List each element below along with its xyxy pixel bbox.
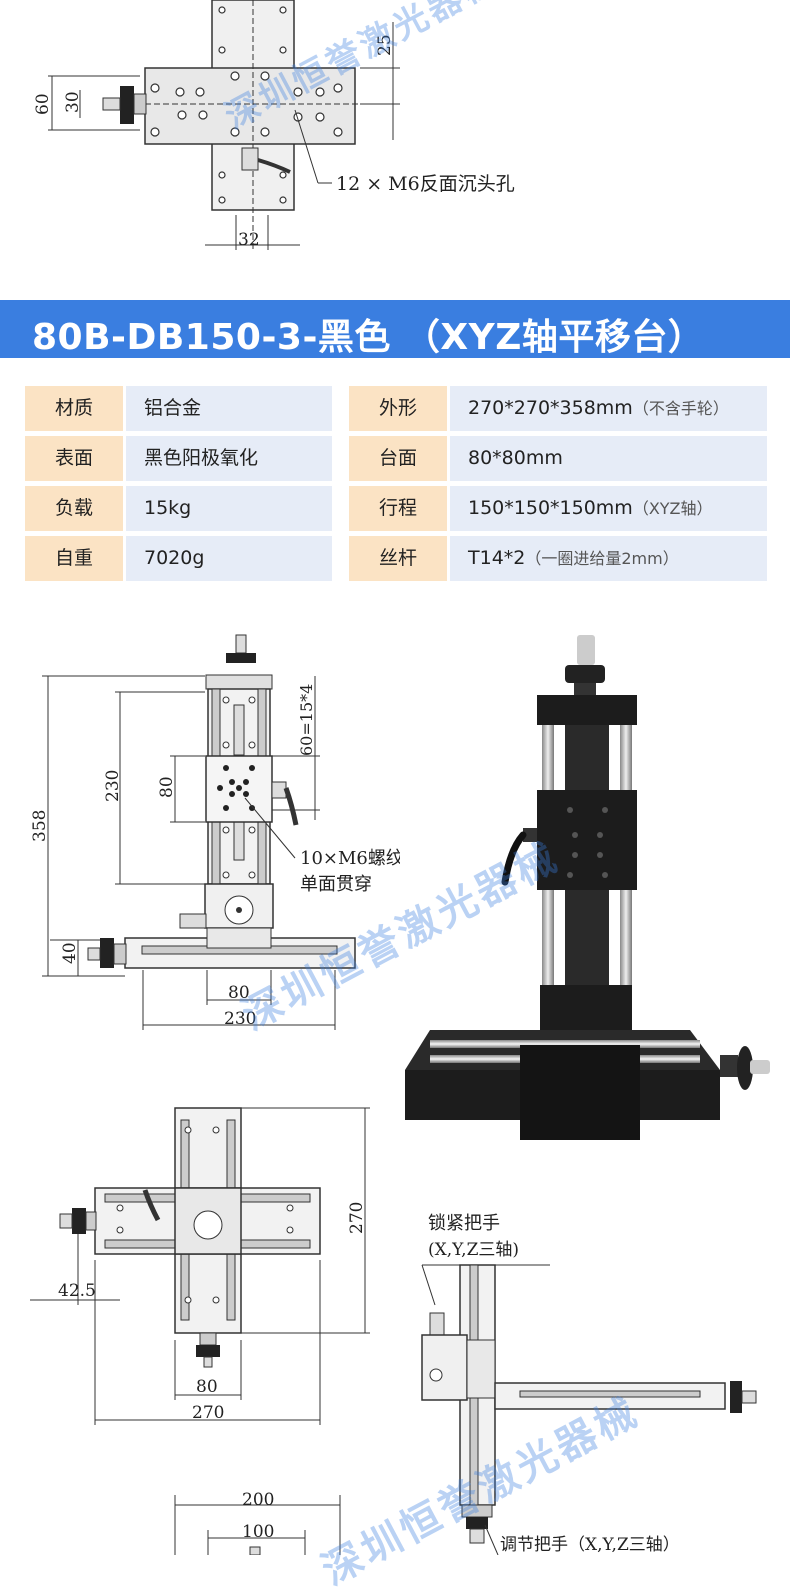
top-view-drawing: 270 42.5 80 270: [30, 1107, 370, 1425]
spec-note: （一圈进给量2mm）: [525, 549, 679, 568]
lock-handle-axes: (X,Y,Z三轴): [428, 1240, 519, 1260]
spec-label: 台面: [349, 436, 447, 481]
spec-value: 80*80mm: [450, 436, 767, 481]
dim-230-bottom: 230: [224, 1009, 256, 1029]
dim-358: 358: [30, 810, 50, 842]
front-view-drawing: 358 230 80 60=15*4 40 80 230 10×M6螺纹孔 单面…: [30, 634, 400, 1030]
dim-60: 60: [33, 93, 53, 115]
spec-note: （不含手轮）: [632, 399, 729, 418]
product-photo: [405, 635, 770, 1140]
spec-value-text: 80*80mm: [468, 447, 563, 469]
spec-value-text: T14*2: [468, 547, 526, 569]
lock-handle-label: 锁紧把手: [428, 1213, 500, 1234]
spec-label: 负载: [25, 486, 123, 531]
dim-270-bottom: 270: [192, 1403, 224, 1423]
callout-m6-thread: 10×M6螺纹孔: [300, 848, 400, 869]
dim-230: 230: [103, 770, 123, 802]
dim-32: 32: [238, 230, 260, 250]
spec-value: T14*2（一圈进给量2mm）: [450, 536, 767, 581]
dim-80-top-view: 80: [196, 1377, 218, 1397]
dim-100: 100: [242, 1522, 274, 1542]
product-title: 80B-DB150-3-黑色 （XYZ轴平移台）: [32, 317, 705, 358]
spec-value-text: 270*270*358mm: [468, 397, 633, 419]
product-banner: 80B-DB150-3-黑色 （XYZ轴平移台）: [0, 300, 790, 358]
spec-label: 丝杆: [349, 536, 447, 581]
spec-label: 材质: [25, 386, 123, 431]
dim-80: 80: [157, 776, 177, 798]
dim-25: 25: [375, 34, 395, 56]
spec-value: 15kg: [126, 486, 332, 531]
spec-value: 270*270*358mm（不含手轮）: [450, 386, 767, 431]
bottom-partial-drawing: 200 100: [174, 1490, 341, 1555]
dim-42-5: 42.5: [58, 1281, 96, 1301]
dim-200: 200: [242, 1490, 274, 1510]
dim-30: 30: [63, 91, 83, 113]
spec-value: 150*150*150mm（XYZ轴）: [450, 486, 767, 531]
dim-80-bottom: 80: [228, 983, 250, 1003]
dim-60-15x4: 60=15*4: [297, 684, 316, 756]
spec-label: 行程: [349, 486, 447, 531]
spec-label: 外形: [349, 386, 447, 431]
spec-value: 铝合金: [126, 386, 332, 431]
spec-value: 黑色阳极氧化: [126, 436, 332, 481]
spec-label: 表面: [25, 436, 123, 481]
spec-note: （XYZ轴）: [632, 499, 713, 518]
callout-m6-countersunk: 12 × M6反面沉头孔: [336, 173, 515, 195]
spec-value-text: 150*150*150mm: [468, 497, 633, 519]
adjust-handle-label: 调节把手（X,Y,Z三轴）: [500, 1535, 680, 1555]
dim-270-right: 270: [347, 1202, 367, 1234]
spec-value: 7020g: [126, 536, 332, 581]
side-view-drawing: 锁紧把手 (X,Y,Z三轴) 调节把手（X,Y,Z三轴）: [421, 1213, 757, 1555]
top-stage-drawing: 60 30 25 32 12 × M6反面沉头孔: [33, 0, 515, 250]
callout-through: 单面贯穿: [300, 874, 372, 895]
dim-40: 40: [60, 942, 80, 964]
spec-label: 自重: [25, 536, 123, 581]
